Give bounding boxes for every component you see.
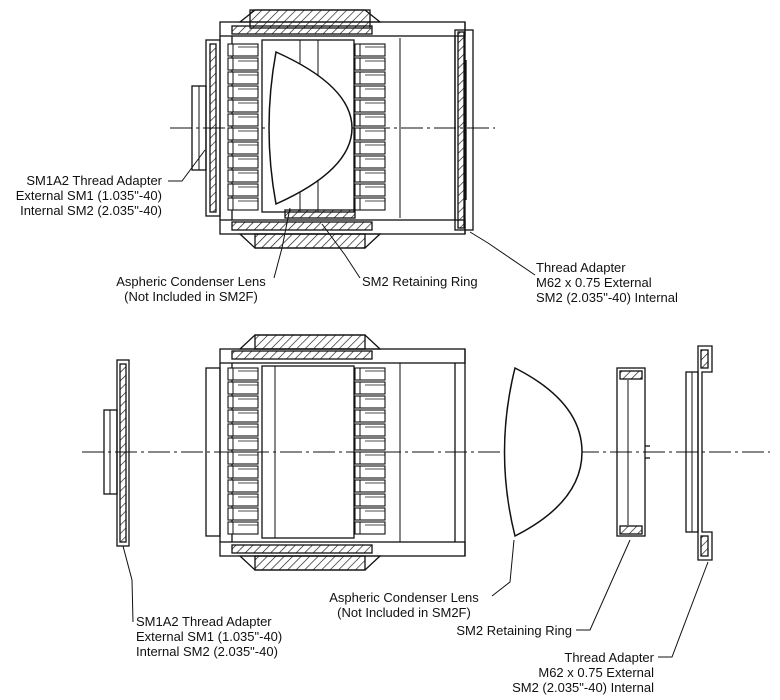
leader-adapter-exploded [122, 545, 134, 623]
label-lens-top: Aspheric Condenser Lens (Not Included in… [96, 274, 286, 304]
housing-bottom-band [219, 209, 466, 249]
label-line: SM2 Retaining Ring [362, 274, 478, 289]
label-line: SM2 Retaining Ring [456, 623, 572, 638]
leader-ring-top [321, 223, 361, 279]
label-line: SM1A2 Thread Adapter [136, 614, 272, 629]
label-line: SM2 (2.035"-40) Internal [512, 680, 654, 695]
label-lens-exploded: Aspheric Condenser Lens (Not Included in… [314, 590, 494, 620]
label-line: M62 x 0.75 External [538, 665, 654, 680]
label-thread-adapter-exploded: Thread Adapter M62 x 0.75 External SM2 (… [480, 650, 654, 695]
label-ring-exploded: SM2 Retaining Ring [420, 623, 572, 638]
sm1a2-adapter-top [191, 39, 221, 217]
label-line: (Not Included in SM2F) [337, 605, 471, 620]
label-line: SM2 (2.035"-40) Internal [536, 290, 678, 305]
label-line: M62 x 0.75 External [536, 275, 652, 290]
thread-adapter-exploded [685, 345, 713, 561]
assembled-view [168, 9, 536, 279]
leader-lens-top [273, 207, 291, 279]
leader-lens-exploded [491, 539, 515, 597]
leader-adapter-top [168, 149, 206, 182]
label-line: Internal SM2 (2.035"-40) [136, 644, 278, 659]
retaining-ring-exploded [616, 367, 650, 537]
label-line: Thread Adapter [536, 260, 626, 275]
housing-top-band [219, 9, 466, 37]
label-sm1a2-adapter-top: SM1A2 Thread Adapter External SM1 (1.035… [10, 173, 162, 218]
leader-thread-top [469, 231, 536, 276]
right-rib-stack [354, 43, 386, 211]
housing-top-band-exploded [219, 334, 466, 364]
leader-ring-exploded [576, 539, 631, 631]
sm1a2-adapter-exploded [103, 359, 130, 547]
label-ring-top: SM2 Retaining Ring [362, 274, 478, 289]
aspheric-lens-top [268, 50, 353, 206]
label-thread-adapter-top: Thread Adapter M62 x 0.75 External SM2 (… [536, 260, 678, 305]
aspheric-lens-exploded [503, 366, 583, 538]
label-line: Aspheric Condenser Lens [329, 590, 479, 605]
leader-thread-exploded [658, 561, 709, 658]
thread-adapter-top [399, 29, 474, 231]
label-sm1a2-adapter-exploded: SM1A2 Thread Adapter External SM1 (1.035… [136, 614, 282, 659]
label-line: (Not Included in SM2F) [124, 289, 258, 304]
label-line: SM1A2 Thread Adapter [26, 173, 162, 188]
right-rib-stack-exploded [354, 367, 386, 535]
label-line: Internal SM2 (2.035"-40) [20, 203, 162, 218]
exploded-view [82, 334, 770, 658]
housing-bottom-band-exploded [219, 541, 466, 571]
label-line: External SM1 (1.035"-40) [15, 188, 162, 203]
label-line: External SM1 (1.035"-40) [136, 629, 283, 644]
label-line: Thread Adapter [564, 650, 654, 665]
label-line: Aspheric Condenser Lens [116, 274, 266, 289]
